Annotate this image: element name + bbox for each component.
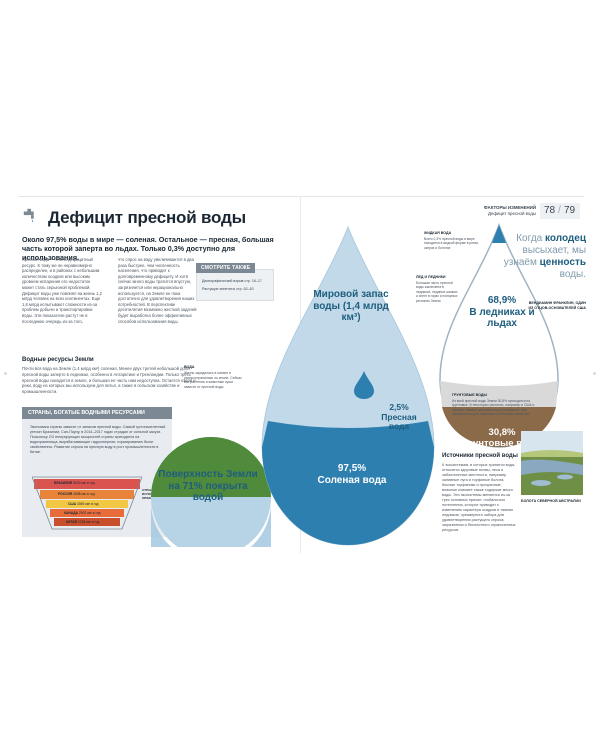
ground-water-percent: 30,8%	[488, 427, 516, 438]
sources-heading: Источники пресной воды	[442, 453, 518, 459]
section-tag: ФАКТОРЫ ИЗМЕНЕНИЙ	[483, 205, 536, 210]
salt-water-label: 97,5% Соленая вода	[306, 463, 398, 486]
lead-paragraph: Около 97,5% воды в мире — соленая. Остал…	[22, 235, 274, 262]
ice-water-percent: 68,9%	[487, 295, 517, 306]
country-label-brazil: БРАЗИЛИЯ 8233 км³ в год	[54, 481, 95, 485]
ice-water-name: В ледниках и льдах	[469, 306, 535, 330]
bucket-band-usa	[46, 500, 128, 508]
sources-text: К экосистемам, в которых хранится вода, …	[442, 463, 516, 532]
see-also-item[interactable]: Растущие аппетиты стр. 62–63	[202, 287, 254, 291]
ground-water-label: 30,8% Грунтовые воды	[462, 427, 542, 449]
ice-label: ЛЕД И ЛЕДНИКИ	[416, 275, 446, 279]
section-subtitle: Дефицит пресной воды	[487, 211, 536, 216]
franklin-quote: Когда колодец высыхает, мы узнаём ценнос…	[503, 233, 586, 280]
salt-water-percent: 97,5%	[337, 463, 367, 474]
bucket-band-canada	[50, 509, 124, 517]
body-column-1: Пресная вода — очень дефицитный ресурс. …	[22, 257, 102, 324]
resources-text: Почти вся вода на Земле (1,4 млрд км³) с…	[22, 366, 196, 395]
world-water-label: Мировой запас воды (1,4 млрд км³)	[313, 289, 389, 323]
page-edge-marker	[4, 372, 7, 375]
faucet-icon	[23, 208, 34, 223]
rich-countries-panel	[22, 419, 172, 537]
liquid-water-text: Всего 0,3% пресной воды в мире находится…	[424, 237, 479, 250]
quote-author: ВЕНДИАМИН ФРАНКЛИН, ОДИН ИЗ ОТЦОВ-ОСНОВА…	[528, 301, 586, 310]
page-title: Дефицит пресной воды	[48, 208, 246, 227]
page-number-separator: /	[558, 205, 561, 216]
country-label-china: КИТАЙ 2738 км³ в год	[66, 520, 100, 524]
page-number-box	[540, 203, 580, 219]
book-spread: Дефицит пресной воды Около 97,5% воды в …	[18, 196, 586, 553]
fresh-water-label: 2,5% Пресная вода	[372, 402, 426, 432]
page-edge-marker	[593, 372, 596, 375]
world-water-drop	[261, 225, 435, 546]
fresh-water-drop	[354, 371, 374, 399]
fresh-water-percent: 2,5%	[389, 402, 409, 412]
see-also-item[interactable]: Демографический взрыв стр. 16–17	[202, 279, 262, 283]
see-also-heading: СМОТРИТЕ ТАКЖЕ	[196, 263, 256, 273]
ice-water-label: 68,9% В ледниках и льдах	[462, 295, 542, 330]
water-note-text: Жизнь зародилась в океане и распространи…	[184, 371, 242, 389]
body-column-2: что спрос на воду увеличивается в два ра…	[118, 257, 197, 324]
earth-surface-label: Поверхность Земли на 71% покрыта водой	[158, 469, 258, 503]
resources-heading: Водные ресурсы Земли	[22, 357, 94, 363]
liquid-water-label: ЖИДКАЯ ВОДА	[424, 231, 452, 235]
earth-globe-graphic	[151, 437, 271, 547]
bucket-band-brazil	[34, 479, 140, 489]
country-label-canada: КАНАДА 2902 км³ в год	[64, 511, 101, 515]
bucket-outline	[32, 476, 142, 530]
rich-countries-heading: СТРАНЫ, БОГАТЫЕ ВОДНЫМИ РЕСУРСАМИ	[22, 407, 172, 419]
salt-water-name: Соленая вода	[317, 474, 387, 486]
ground-text: Из всей пресной воды Земли 30,8% приходи…	[452, 399, 535, 417]
page-number-right: 79	[564, 205, 576, 216]
fresh-water-name: Пресная вода	[381, 411, 417, 431]
water-bucket-chart	[32, 476, 142, 530]
country-label-usa: США 3069 км³ в год	[68, 502, 99, 506]
ground-label: ГРУНТОВЫЕ ВОДЫ	[452, 393, 487, 397]
photo-caption: БОЛОТА СЕВЕРНОЙ АВСТРАЛИИ	[521, 499, 581, 503]
bucket-band-china	[54, 518, 120, 526]
ice-text: Большая часть пресной воды заключена в л…	[416, 281, 458, 303]
bucket-band-russia	[40, 490, 134, 499]
ground-water-name: Грунтовые воды	[462, 438, 542, 449]
wetland-photo	[521, 431, 583, 495]
water-note-label: ВОДА	[184, 365, 195, 369]
page-number-left: 78	[544, 205, 556, 216]
country-label-russia: РОССИЯ 4508 км³ в год	[58, 492, 95, 496]
rich-countries-text: Экономика страны зависит от запасов прес…	[30, 425, 166, 454]
